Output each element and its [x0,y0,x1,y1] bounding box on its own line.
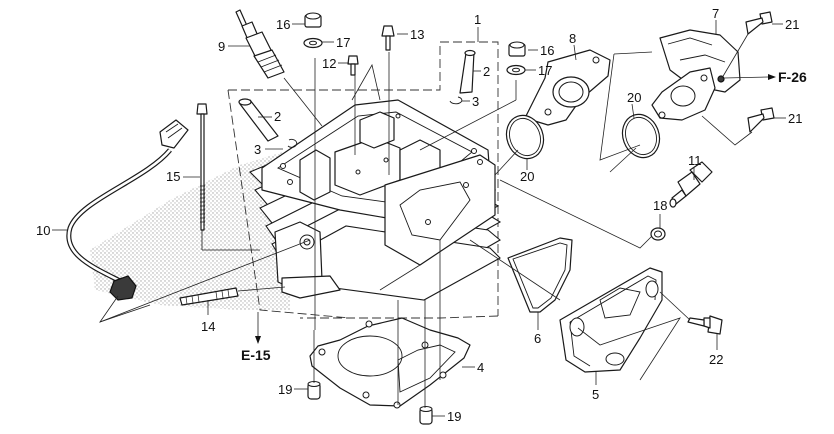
temperature-sensor [669,161,713,208]
cover-bolt [687,315,723,335]
cap-nut-left [304,12,322,28]
clip-right [449,96,463,105]
o-ring-left-inner [509,117,541,157]
callout-2-left[interactable]: 2 [274,109,281,124]
callout-13[interactable]: 13 [410,27,424,42]
callout-labels: 1 2 2 3 3 4 5 6 7 8 9 10 11 12 13 14 15 … [36,6,807,424]
callout-16-left[interactable]: 16 [276,17,290,32]
callout-20-right[interactable]: 20 [627,90,641,105]
callout-1[interactable]: 1 [474,12,481,27]
callout-22[interactable]: 22 [709,352,723,367]
valve-guide-right [459,49,476,94]
insulator-bolt-bottom [747,107,775,133]
washer-left [303,37,323,49]
bolt-12 [347,55,359,76]
bolt-13 [381,25,395,51]
callout-7[interactable]: 7 [712,6,719,21]
dowel-pin-left [307,381,321,400]
callout-19-right[interactable]: 19 [447,409,461,424]
callout-21-top[interactable]: 21 [785,17,799,32]
reference-f26[interactable]: F-26 [778,69,807,85]
callout-14[interactable]: 14 [201,319,215,334]
callout-10[interactable]: 10 [36,223,50,238]
head-gasket [309,317,471,409]
callout-3-left[interactable]: 3 [254,142,261,157]
exhaust-flange [524,49,611,126]
clip-left [287,138,298,148]
callout-20-left[interactable]: 20 [520,169,534,184]
valve-guide-left [238,98,279,142]
callout-17-left[interactable]: 17 [336,35,350,50]
cover-gasket [507,237,573,313]
callout-17-right[interactable]: 17 [538,63,552,78]
callout-2-right[interactable]: 2 [483,64,490,79]
dowel-pin-bottom [419,406,433,425]
callout-11[interactable]: 11 [688,153,702,168]
callout-4[interactable]: 4 [477,360,484,375]
reference-e15[interactable]: E-15 [241,347,271,363]
stipple-shadow [90,150,290,310]
o-ring-left [505,114,545,160]
spark-plug [235,9,285,79]
washer-right [506,64,526,76]
sealing-washer [650,227,666,241]
callout-9[interactable]: 9 [218,39,225,54]
callout-3-right[interactable]: 3 [472,94,479,109]
insulator [651,29,741,121]
sensor-harness [66,119,189,301]
callout-8[interactable]: 8 [569,31,576,46]
callout-15[interactable]: 15 [166,169,180,184]
callout-12[interactable]: 12 [322,56,336,71]
stud-bolt [179,287,239,306]
cylinder-head [249,99,502,301]
leader-lines [52,20,786,417]
callout-18[interactable]: 18 [653,198,667,213]
callout-19-left[interactable]: 19 [278,382,292,397]
callout-6[interactable]: 6 [534,331,541,346]
side-cover [559,267,663,373]
callout-16-right[interactable]: 16 [540,43,554,58]
o-ring-right-inner [625,116,657,156]
callout-5[interactable]: 5 [592,387,599,402]
callout-21-bottom[interactable]: 21 [788,111,802,126]
cap-nut-right [508,41,526,57]
insulator-bolt-top [745,11,773,35]
long-bolt [196,103,208,231]
